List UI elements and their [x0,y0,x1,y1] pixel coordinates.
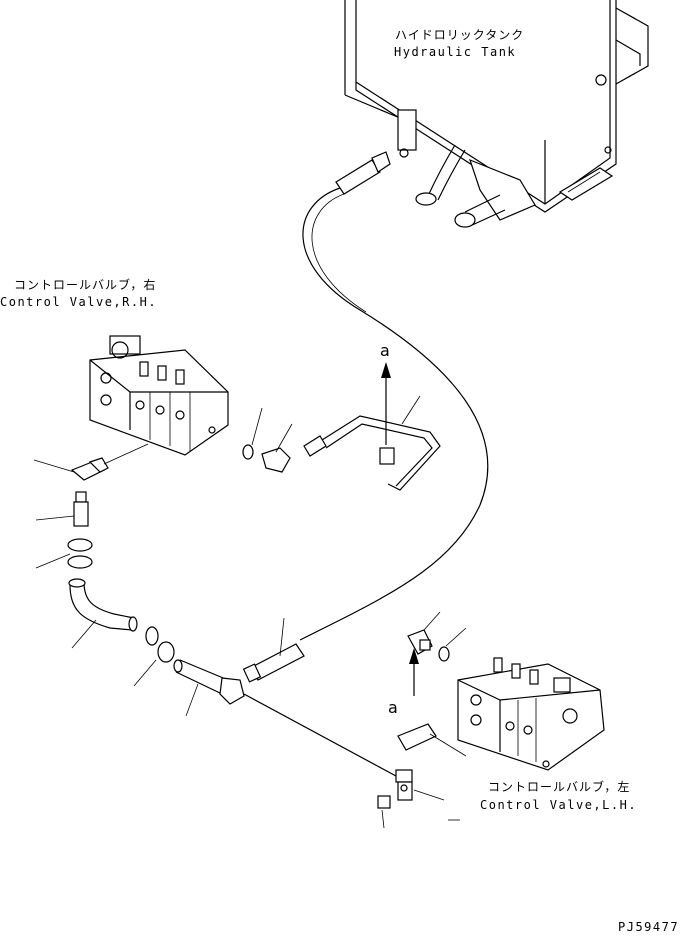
view-arrow-up-icon [381,362,391,378]
o-ring [242,444,254,460]
connector-fitting-lh [397,723,437,751]
tank-label-jp: ハイドロリックタンク [395,28,524,42]
view-a-bottom: a [388,698,398,717]
o-ring-lh [438,646,450,662]
hydraulic-tank [335,0,649,228]
hose-end-fitting [242,643,305,683]
hose-elbow [68,578,138,632]
steel-pipe [303,415,441,491]
view-a-top: a [380,341,390,360]
return-hose [299,187,489,641]
valve-rh-label-jp: コントロールバルブ，右 [14,277,156,292]
elbow-fitting-lh [407,629,433,655]
tube-segment [173,659,245,705]
hose-clamp [67,538,93,569]
control-valve-lh [457,657,605,771]
plug [377,795,391,809]
clamp-pair [145,626,175,663]
valve-lh-label-en: Control Valve,L.H. [480,798,637,812]
tank-label-en: Hydraulic Tank [394,45,516,59]
view-arrow-up-lower-icon [409,648,419,664]
valve-lh-label-jp: コントロールバルブ，左 [488,779,630,794]
tee-fitting [395,769,413,801]
connector-fitting [70,457,109,481]
elbow-fitting [261,447,291,473]
drawing-number: PJ59477 [618,920,679,932]
adapter-fitting [73,491,89,527]
control-valve-rh [89,335,229,456]
valve-rh-label-en: Control Valve,R.H. [0,295,157,309]
